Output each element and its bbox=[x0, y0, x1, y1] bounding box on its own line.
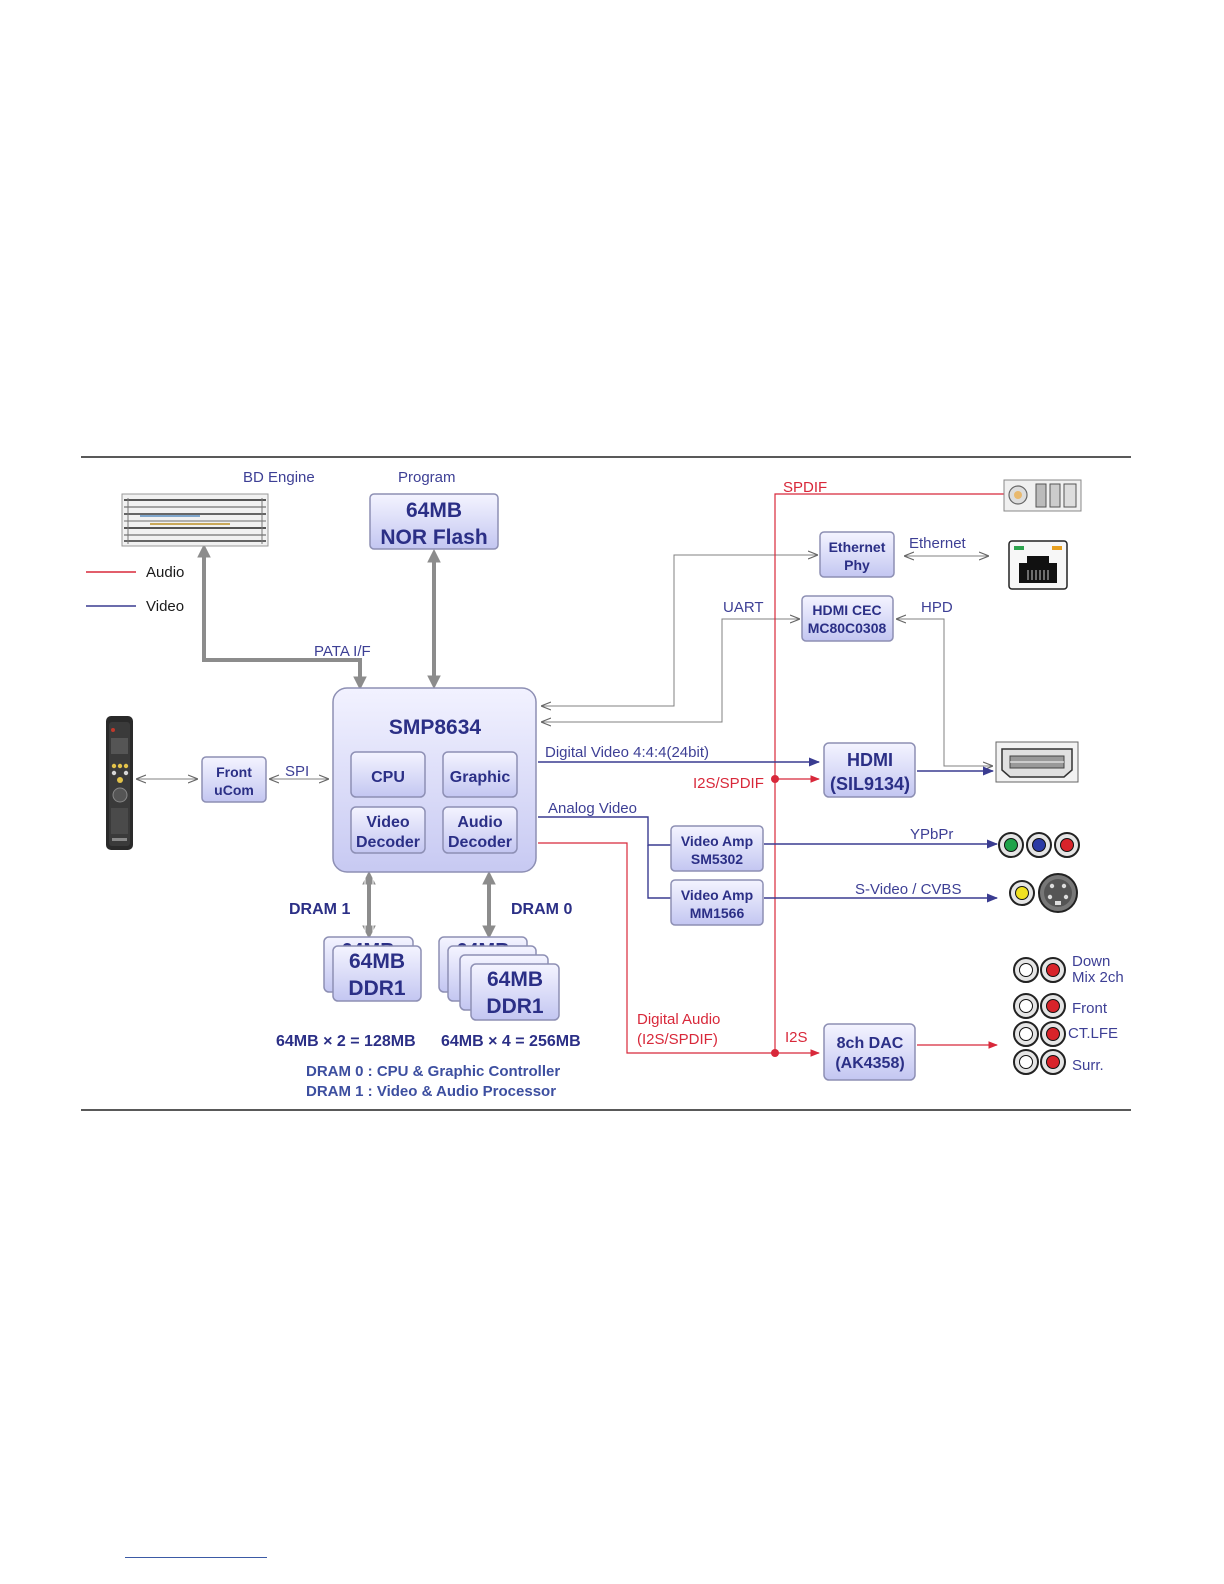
video-decoder-label-1: Video bbox=[366, 814, 410, 831]
surr-label: Surr. bbox=[1072, 1057, 1104, 1074]
dac-label-1: 8ch DAC bbox=[837, 1035, 904, 1052]
front-ucom-label-2: uCom bbox=[214, 782, 254, 798]
video-decoder-label-2: Decoder bbox=[356, 834, 420, 851]
cpu-block: CPU bbox=[350, 751, 426, 798]
bd-drive-icon bbox=[121, 493, 269, 547]
ethernet-phy-link bbox=[542, 555, 817, 706]
analog-video-label: Analog Video bbox=[548, 800, 637, 817]
front-label: Front bbox=[1072, 1000, 1108, 1017]
hdmi-port-icon bbox=[995, 741, 1079, 783]
ethernet-phy-label-2: Phy bbox=[844, 557, 870, 573]
program-label: Program bbox=[398, 469, 456, 486]
hdmi-label-2: (SIL9134) bbox=[830, 774, 910, 794]
footnote-rule bbox=[125, 1557, 267, 1558]
ypbpr-label: YPbPr bbox=[910, 826, 953, 843]
video-amp-2-label-2: MM1566 bbox=[690, 905, 745, 921]
dac-block: 8ch DAC (AK4358) bbox=[823, 1023, 916, 1081]
video-amp-mm1566-block: Video Amp MM1566 bbox=[670, 879, 764, 926]
graphic-label: Graphic bbox=[450, 769, 511, 786]
audio-decoder-label-1: Audio bbox=[457, 814, 503, 831]
front-ucom-label-1: Front bbox=[216, 764, 252, 780]
ypbpr-jacks-icon bbox=[998, 832, 1080, 858]
legend-video-label: Video bbox=[146, 598, 184, 615]
video-amp-2-label-1: Video Amp bbox=[681, 887, 753, 903]
ethernet-phy-block: Ethernet Phy bbox=[819, 531, 895, 578]
rca-jack-pairs-icon bbox=[1013, 957, 1066, 1075]
digital-audio-label-1: Digital Audio bbox=[637, 1011, 720, 1028]
video-amp-sm5302-block: Video Amp SM5302 bbox=[670, 825, 764, 872]
spdif-line bbox=[774, 493, 1005, 1053]
analog-video-line bbox=[538, 816, 671, 846]
nor-flash-label-1: 64MB bbox=[406, 499, 462, 522]
downmix-label-1: Down bbox=[1072, 953, 1110, 970]
ddr-label-2: DDR1 bbox=[348, 977, 405, 1000]
uart-label: UART bbox=[723, 599, 764, 616]
ddr-label-2: DDR1 bbox=[486, 995, 543, 1018]
digital-video-label: Digital Video 4:4:4(24bit) bbox=[545, 744, 709, 761]
svideo-label: S-Video / CVBS bbox=[855, 881, 961, 898]
graphic-block: Graphic bbox=[442, 751, 518, 798]
ddr-stack-dram0: 64MB 64MB DDR1 bbox=[438, 936, 560, 1021]
i2s-spdif-label: I2S/SPDIF bbox=[693, 775, 764, 792]
smp8634-label: SMP8634 bbox=[389, 716, 482, 739]
remote-control-icon bbox=[106, 716, 133, 850]
video-amp-1-label-1: Video Amp bbox=[681, 833, 753, 849]
junction-dot bbox=[771, 1049, 779, 1057]
ddr-label-1: 64MB bbox=[349, 950, 405, 973]
front-ucom-block: Front uCom bbox=[201, 756, 267, 803]
hdmi-cec-label-1: HDMI CEC bbox=[812, 602, 881, 618]
smp8634-block: SMP8634 CPU Graphic Video Decoder Audio … bbox=[332, 687, 537, 873]
junction-dot bbox=[771, 775, 779, 783]
video-amp-1-label-2: SM5302 bbox=[691, 851, 743, 867]
audio-decoder-label-2: Decoder bbox=[448, 834, 512, 851]
i2s-label: I2S bbox=[785, 1029, 808, 1046]
spdif-label: SPDIF bbox=[783, 479, 827, 496]
ddr-stack-dram1: 64MB 64MB DDR1 bbox=[323, 936, 422, 1002]
nor-flash-label-2: NOR Flash bbox=[380, 526, 487, 549]
legend: Audio Video bbox=[86, 564, 184, 615]
audio-decoder-block: Audio Decoder bbox=[442, 806, 518, 854]
digital-audio-label-2: (I2S/SPDIF) bbox=[637, 1031, 718, 1048]
ddr-calc-128: 64MB × 2 = 128MB bbox=[276, 1033, 416, 1050]
uart-link bbox=[542, 619, 799, 722]
nor-flash-block: 64MB NOR Flash bbox=[369, 493, 499, 550]
video-decoder-block: Video Decoder bbox=[350, 806, 426, 854]
ethernet-label: Ethernet bbox=[909, 535, 967, 552]
hdmi-label-1: HDMI bbox=[847, 750, 893, 770]
hdmi-cec-block: HDMI CEC MC80C0308 bbox=[801, 595, 894, 642]
svideo-cvbs-jacks-icon bbox=[1009, 873, 1078, 913]
rj45-port-icon bbox=[1008, 540, 1068, 590]
ethernet-phy-label-1: Ethernet bbox=[829, 539, 886, 555]
dram0-note: DRAM 0 : CPU & Graphic Controller bbox=[306, 1063, 560, 1080]
downmix-label-2: Mix 2ch bbox=[1072, 969, 1124, 986]
dram0-label: DRAM 0 bbox=[511, 901, 572, 918]
ctlfe-label: CT.LFE bbox=[1068, 1025, 1118, 1042]
cpu-label: CPU bbox=[371, 769, 405, 786]
digital-audio-line bbox=[538, 842, 820, 1057]
ddr-calc-256: 64MB × 4 = 256MB bbox=[441, 1033, 581, 1050]
dram1-note: DRAM 1 : Video & Audio Processor bbox=[306, 1083, 556, 1100]
dac-label-2: (AK4358) bbox=[835, 1055, 904, 1072]
dram1-label: DRAM 1 bbox=[289, 901, 350, 918]
hdmi-cec-label-2: MC80C0308 bbox=[808, 620, 887, 636]
ddr-label-1: 64MB bbox=[487, 968, 543, 991]
hpd-label: HPD bbox=[921, 599, 953, 616]
pata-label: PATA I/F bbox=[314, 643, 371, 660]
analog-video-branch bbox=[647, 845, 671, 899]
legend-audio-label: Audio bbox=[146, 564, 184, 581]
optical-port-icon bbox=[1003, 479, 1082, 512]
spi-label: SPI bbox=[285, 763, 309, 780]
bd-engine-label: BD Engine bbox=[243, 469, 315, 486]
pata-bus bbox=[197, 543, 367, 691]
hpd-link bbox=[897, 619, 992, 766]
hdmi-block: HDMI (SIL9134) bbox=[823, 742, 916, 798]
